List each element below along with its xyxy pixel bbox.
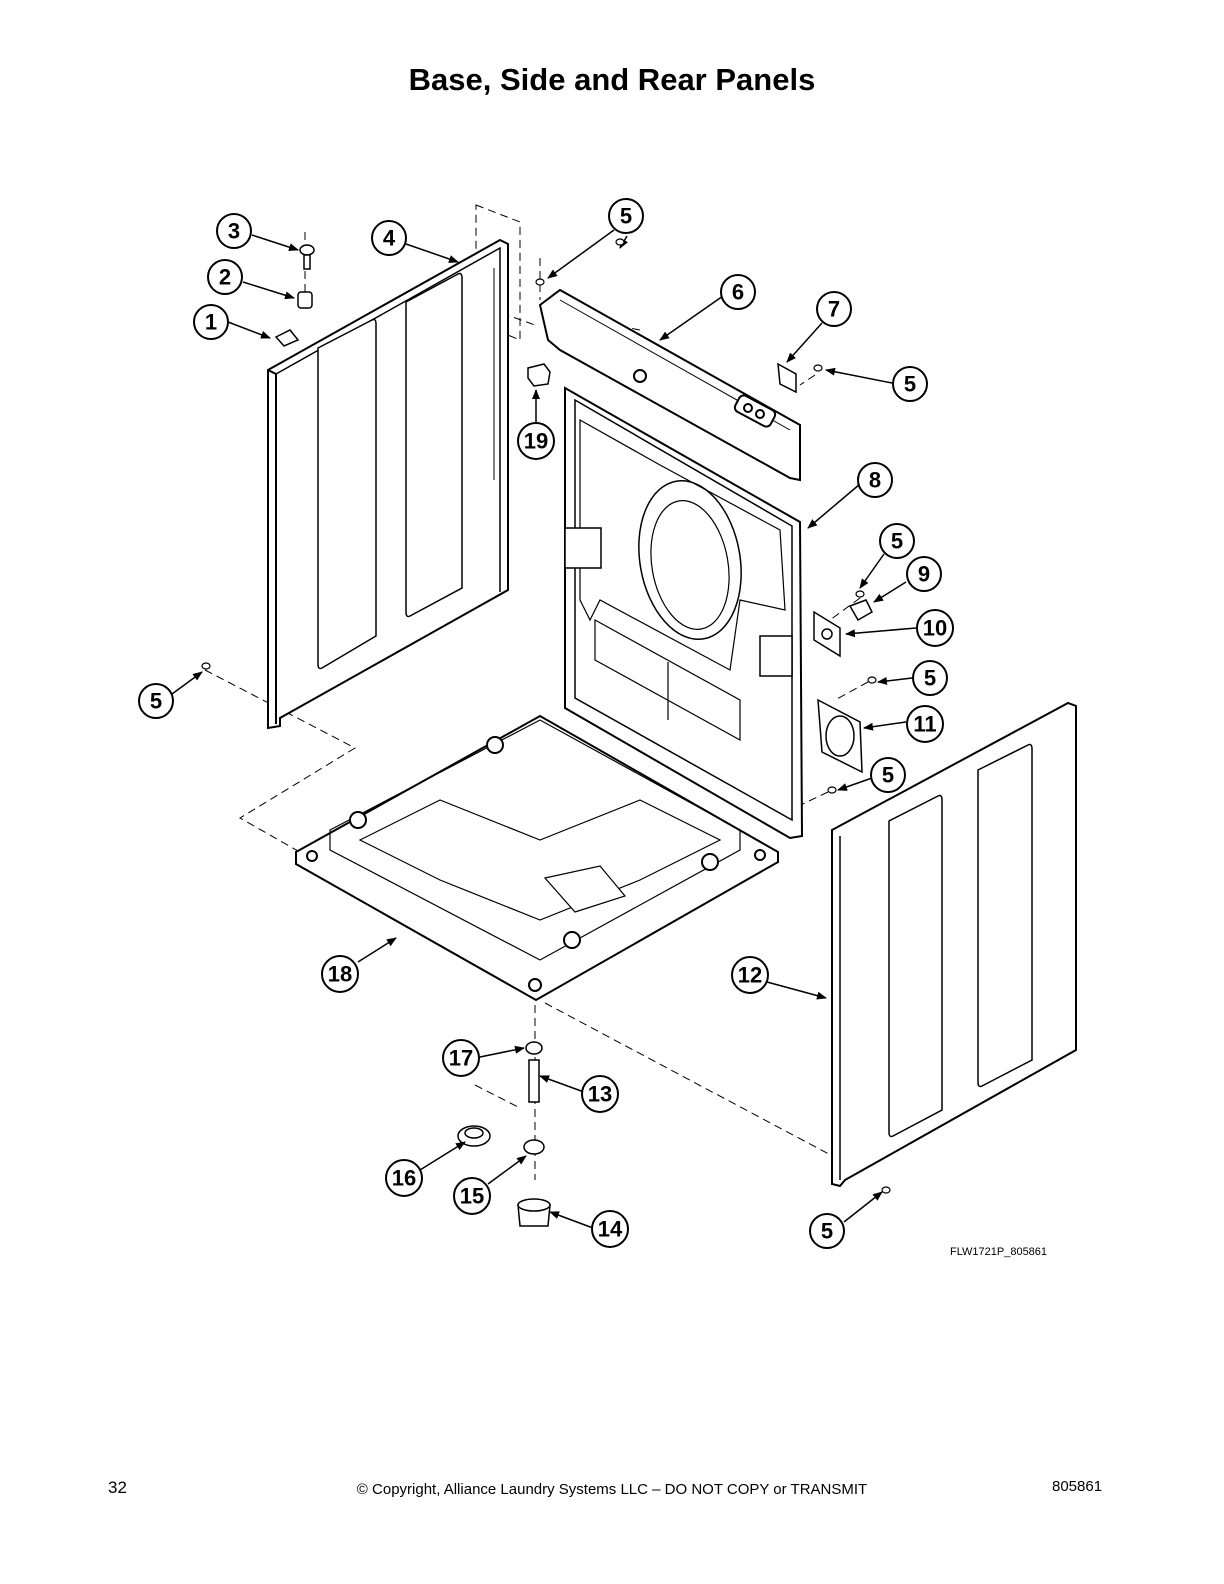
svg-text:5: 5	[924, 666, 936, 691]
spacer	[297, 291, 313, 309]
svg-text:12: 12	[738, 963, 762, 988]
svg-text:5: 5	[821, 1219, 833, 1244]
document-number: 805861	[1052, 1478, 1103, 1495]
callout-7: 7	[816, 291, 852, 327]
svg-text:6: 6	[732, 280, 744, 305]
base	[295, 714, 779, 1002]
drawing-id: FLW1721P_805861	[950, 1246, 1048, 1258]
bracket	[777, 362, 797, 394]
svg-text:10: 10	[923, 616, 947, 641]
callout-5-right-lower: 5	[912, 660, 948, 696]
callout-5-right-mid: 5	[879, 523, 915, 559]
leveling-bolt	[528, 1059, 540, 1103]
callout-14: 14	[591, 1210, 629, 1248]
callout-8: 8	[857, 462, 893, 498]
rear-panel	[564, 386, 804, 840]
callout-19: 19	[517, 422, 555, 460]
svg-text:19: 19	[524, 429, 548, 454]
callout-5-right-bottom: 5	[870, 757, 906, 793]
callout-12: 12	[731, 956, 769, 994]
svg-text:15: 15	[460, 1184, 484, 1209]
svg-text:5: 5	[904, 372, 916, 397]
callout-13: 13	[581, 1075, 619, 1113]
svg-text:2: 2	[219, 265, 231, 290]
svg-text:13: 13	[588, 1082, 612, 1107]
callout-5-right-upper: 5	[892, 366, 928, 402]
leader-arrows	[171, 229, 917, 1229]
fitting	[848, 599, 873, 622]
svg-text:14: 14	[598, 1217, 623, 1242]
svg-text:8: 8	[869, 468, 881, 493]
callout-10: 10	[916, 609, 954, 647]
callout-3: 3	[216, 213, 252, 249]
callout-16: 16	[385, 1159, 423, 1197]
callout-4: 4	[371, 220, 407, 256]
svg-text:5: 5	[620, 204, 632, 229]
svg-text:5: 5	[891, 529, 903, 554]
callout-15: 15	[453, 1177, 491, 1215]
left-side-panel	[267, 238, 509, 730]
callout-5-top: 5	[608, 198, 644, 234]
callout-9: 9	[906, 556, 942, 592]
small-hardware	[274, 244, 551, 1227]
mounting-plate	[813, 610, 841, 658]
svg-text:18: 18	[328, 962, 352, 987]
svg-text:7: 7	[828, 297, 840, 322]
svg-text:5: 5	[150, 689, 162, 714]
clip	[527, 363, 551, 387]
svg-text:5: 5	[882, 763, 894, 788]
top-rear-rail	[538, 288, 801, 482]
screws	[201, 238, 891, 1194]
svg-text:9: 9	[918, 562, 930, 587]
svg-text:16: 16	[392, 1166, 416, 1191]
copyright-notice: © Copyright, Alliance Laundry Systems LL…	[356, 1481, 868, 1498]
right-side-panel	[831, 701, 1077, 1188]
callouts: 1 2 3 4 5 5 5 5	[138, 198, 954, 1249]
lock-nut	[525, 1041, 543, 1055]
callout-5-left: 5	[138, 683, 174, 719]
svg-text:1: 1	[205, 310, 217, 335]
svg-text:17: 17	[449, 1046, 473, 1071]
page-number: 32	[108, 1478, 127, 1497]
callout-11: 11	[906, 705, 944, 743]
svg-text:3: 3	[228, 219, 240, 244]
callout-18: 18	[321, 955, 359, 993]
page-title: Base, Side and Rear Panels	[408, 62, 816, 97]
callout-17: 17	[442, 1039, 480, 1077]
small-clip	[274, 329, 300, 347]
nut	[523, 1139, 545, 1155]
svg-text:4: 4	[383, 226, 396, 251]
callout-1: 1	[193, 304, 229, 340]
callout-5-bottom: 5	[809, 1213, 845, 1249]
vent-housing	[817, 698, 863, 774]
screw	[299, 244, 315, 256]
svg-text:11: 11	[913, 712, 936, 737]
callout-6: 6	[720, 274, 756, 310]
callout-2: 2	[207, 259, 243, 295]
